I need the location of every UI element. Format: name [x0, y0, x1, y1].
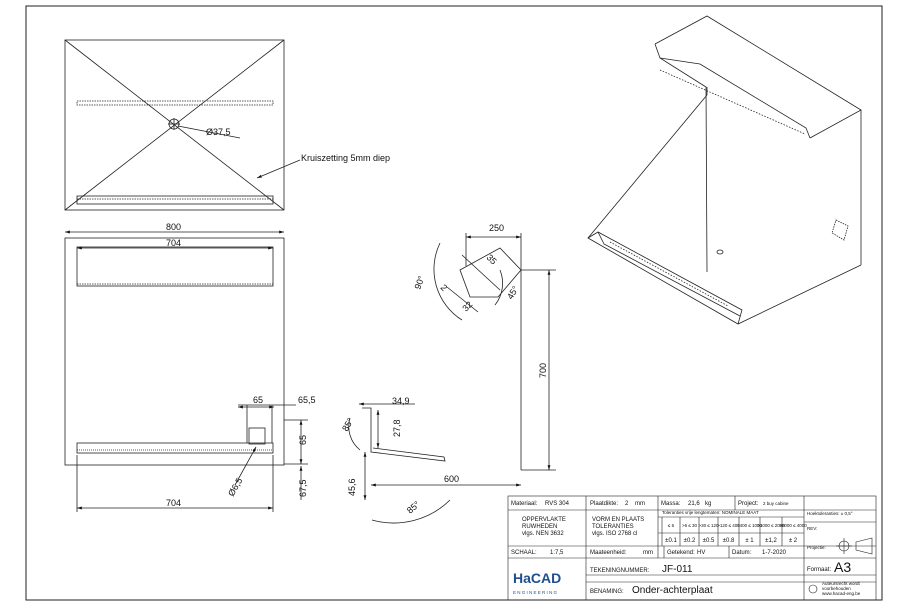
getekend-label: Getekend:: [667, 550, 695, 556]
tol-value-cell: ± 1: [745, 538, 754, 544]
dim-2: 2: [439, 282, 450, 293]
dim-700: 700: [538, 363, 548, 378]
vorm-line1: VORM EN PLAATS: [592, 517, 644, 523]
dim-34-9: 34,9: [392, 396, 410, 406]
logo-sub: E N G I N E E R I N G: [513, 590, 558, 595]
formaat-label: Formaat:: [807, 567, 831, 573]
title-block: [507, 495, 877, 601]
disclaimer-1: Auteursrecht wordt: [822, 581, 861, 586]
kruiszetting-note: Kruiszetting 5mm diep: [301, 153, 390, 163]
project-label: Project:: [738, 501, 759, 507]
dim-hole-6-5: Ø6,5: [226, 476, 244, 498]
tol-range-cell: >120 ≤ 400: [717, 523, 740, 528]
oppervlakte-line1: OPPERVLAKTE: [522, 517, 566, 523]
angle-90: 90°: [412, 274, 426, 291]
datum-value: 1-7-2020: [762, 550, 787, 556]
dim-600: 600: [444, 474, 459, 484]
project-value: 2 buy cabine: [763, 501, 789, 506]
plaatdikte-unit: mm: [635, 501, 645, 507]
hoek-label: Hoektoleranties: ± 0,5°: [807, 511, 853, 516]
oppervlakte-line3: vlgs. NEN 3632: [522, 531, 564, 537]
benaming-value: Onder-achterplaat: [632, 585, 713, 596]
logo-main: HaCAD: [513, 570, 561, 586]
tol-value-cell: ±0.1: [665, 538, 677, 544]
dim-65-5: 65,5: [298, 395, 316, 405]
angle-85-upper: 85°: [340, 416, 356, 433]
dim-704-top: 704: [166, 238, 181, 248]
dim-65-width: 65: [253, 395, 263, 405]
sheet-border: [25, 5, 883, 601]
top-view: [64, 39, 301, 211]
dim-65-height: 65: [298, 435, 308, 445]
plaatdikte-label: Plaatdikte:: [590, 501, 618, 507]
front-view: [64, 230, 308, 512]
disclaimer-3: www.hacad-eng.be: [822, 591, 861, 596]
materiaal-value: RVS 304: [545, 501, 570, 507]
dim-67-5: 67,5: [298, 479, 308, 497]
section-view: [348, 233, 556, 524]
formaat-value: A3: [834, 559, 851, 575]
angle-85-lower: 85°: [405, 499, 422, 516]
datum-label: Datum:: [732, 550, 752, 556]
copyright-icon: [808, 584, 818, 594]
tol-range-cell: >400 ≤ 1000: [737, 523, 763, 528]
projectie-label: Projectie:: [807, 545, 826, 550]
schaal-label: SCHAAL:: [511, 550, 537, 556]
vorm-line2: TOLERANTIES: [592, 524, 634, 530]
tol-value-cell: ±0.8: [723, 538, 735, 544]
dim-27-8: 27,8: [392, 419, 402, 437]
maateenheid-label: Maateenheid:: [590, 550, 627, 556]
dim-800: 800: [166, 222, 181, 232]
oppervlakte-line2: RUWHEDEN: [522, 524, 557, 530]
tol-range-cell: >30 ≤ 120: [698, 523, 719, 528]
tol-value-cell: ± 2: [789, 538, 798, 544]
tol-range-cell: ≤ 6: [668, 523, 675, 528]
isometric-view: [587, 15, 862, 325]
dim-45-6: 45,6: [347, 478, 357, 496]
dim-32: 32: [460, 299, 474, 313]
massa-label: Massa:: [661, 501, 681, 507]
tol-value-row: ±0.1 ±0.2 ±0.5 ±0.8 ± 1 ±1,2 ± 2: [665, 538, 798, 544]
tekeningnummer-label: TEKENINGNUMMER:: [590, 568, 650, 574]
massa-unit: kg: [705, 501, 711, 507]
tekeningnummer-value: JF-011: [662, 564, 693, 575]
tol-range-cell: >6 ≤ 30: [682, 523, 698, 528]
tol-range-row: ≤ 6 >6 ≤ 30>30 ≤ 120>120 ≤ 400>400 ≤ 1000…: [668, 523, 807, 528]
dim-704-bottom: 704: [166, 498, 181, 508]
materiaal-label: Materiaal:: [511, 501, 538, 507]
tol-value-cell: ±0.2: [684, 538, 696, 544]
rev-label: REV:: [807, 526, 817, 531]
schaal-value: 1:7,5: [550, 550, 564, 556]
tol-range-cell: >2000 ≤ 4000: [779, 523, 807, 528]
plaatdikte-value: 2: [625, 501, 629, 507]
massa-value: 21,6: [688, 501, 700, 507]
tol-range-cell: >1000 ≤ 2000: [757, 523, 785, 528]
maateenheid-value: mm: [643, 550, 653, 556]
benaming-label: BENAMING:: [590, 589, 624, 595]
tol-value-cell: ±1,2: [765, 538, 777, 544]
tol-value-cell: ±0.5: [703, 538, 715, 544]
tol-header: Toleranties vrije lengtematen: NOMINALE …: [662, 510, 759, 515]
dim-35: 35: [485, 252, 499, 266]
getekend-value: HV: [697, 550, 705, 556]
disclaimer-2: voorbehouden: [822, 586, 851, 591]
vorm-line3: vlgs. ISO 2768 cl: [592, 531, 637, 537]
dim-250: 250: [489, 223, 504, 233]
hole-diameter-label: Ø37,5: [206, 127, 231, 137]
